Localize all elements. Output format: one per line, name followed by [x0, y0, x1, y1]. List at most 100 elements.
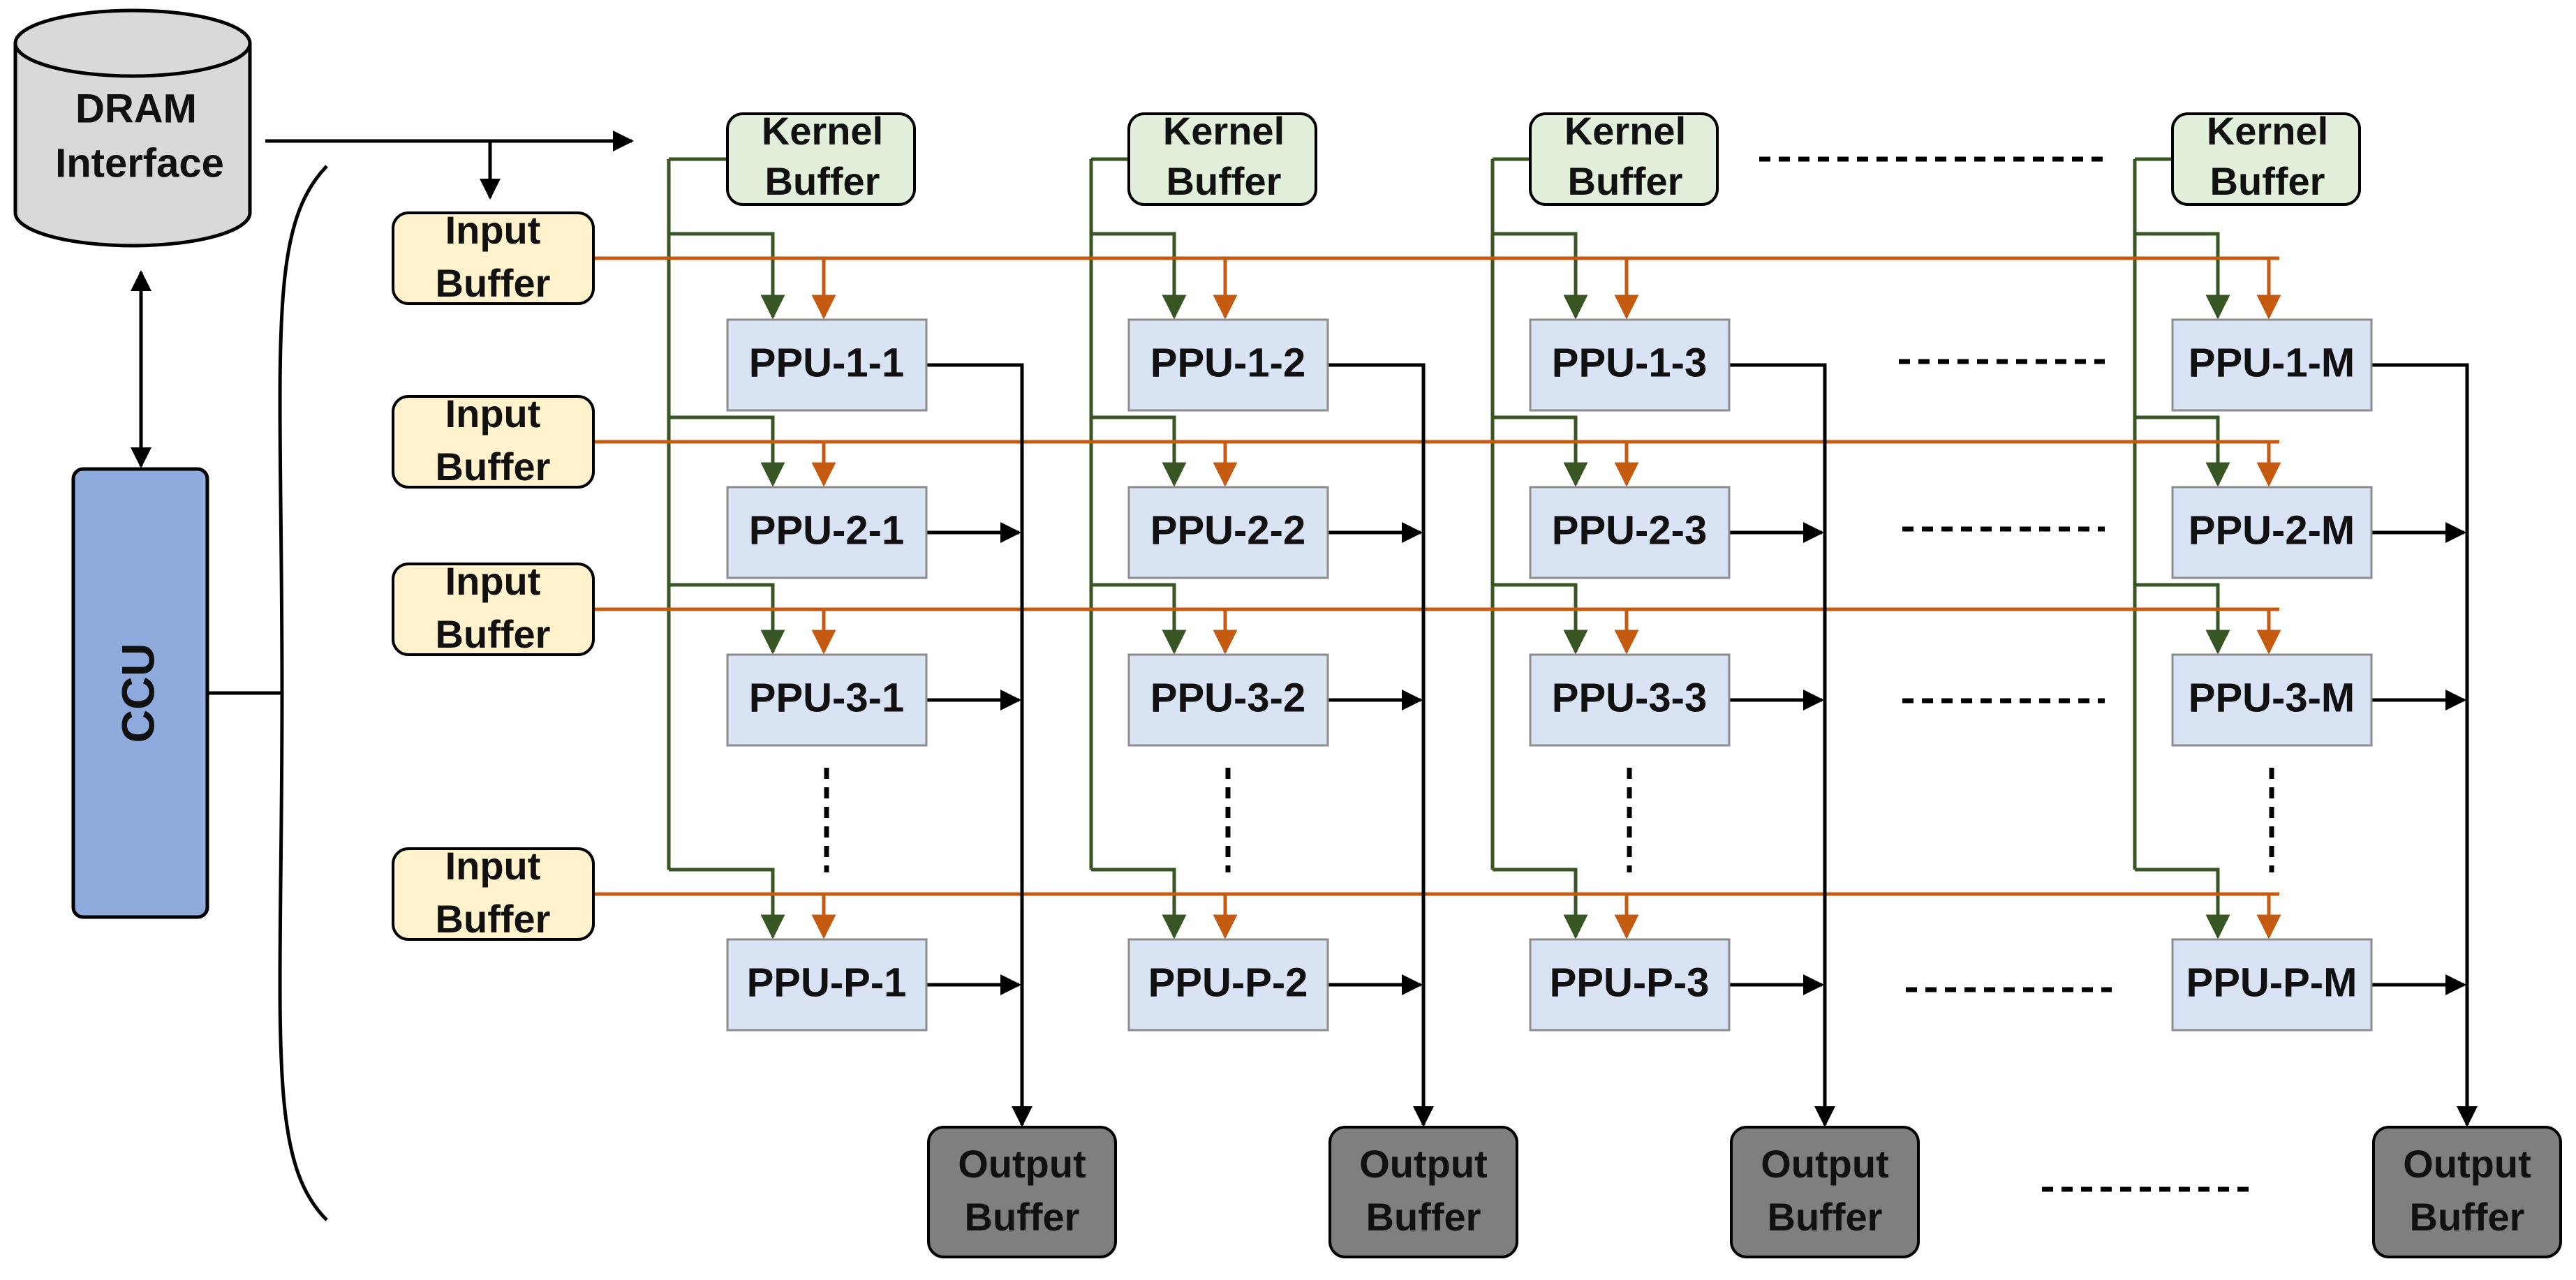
- output-wiring: [926, 363, 2478, 1127]
- ppu-1-m: PPU-1-M: [2171, 318, 2373, 412]
- ppu-label: PPU-P-M: [2186, 960, 2357, 1005]
- control-bus-bracket: [278, 165, 328, 1221]
- ppu-label: PPU-1-2: [1150, 340, 1305, 385]
- kernel-tap-arrow: [669, 868, 785, 939]
- ppu-label: PPU-1-1: [749, 340, 904, 385]
- ppu-grid: PPU-1-1 PPU-1-2 PPU-1-3 PPU-1-M PPU-2-1 …: [726, 318, 2373, 1032]
- input-buffer-1: Input Buffer: [392, 208, 595, 305]
- output-buffer-label: Output: [1359, 1142, 1487, 1186]
- ppu-label: PPU-3-2: [1150, 675, 1305, 720]
- kernel-buffer-wiring: [667, 157, 2230, 939]
- ppu-p-3: PPU-P-3: [1529, 938, 1731, 1032]
- ppu-3-m: PPU-3-M: [2171, 653, 2373, 747]
- ccu-label: CCU: [112, 643, 163, 743]
- ppu-label: PPU-2-3: [1552, 507, 1707, 553]
- ppu-2-1: PPU-2-1: [726, 486, 928, 579]
- kernel-tap-arrow: [2135, 415, 2230, 487]
- kernel-buffer-2: Kernel Buffer: [1127, 109, 1317, 206]
- ppu-label: PPU-2-2: [1150, 507, 1305, 553]
- output-column-arrow: [926, 363, 1032, 1127]
- kernel-tap-arrow: [1091, 583, 1187, 655]
- output-buffer-label: Buffer: [2410, 1195, 2525, 1239]
- output-buffer-2: Output Buffer: [1328, 1126, 1518, 1258]
- output-buffer-label: Buffer: [1768, 1195, 1883, 1239]
- dram-label-line2: Interface: [55, 140, 224, 186]
- kernel-tap-arrow: [669, 232, 785, 320]
- output-buffer-1: Output Buffer: [927, 1126, 1117, 1258]
- ppu-2-m: PPU-2-M: [2171, 486, 2373, 579]
- ppu-1-2: PPU-1-2: [1127, 318, 1329, 412]
- input-buffer-label: Input: [445, 392, 541, 436]
- kernel-buffer-3: Kernel Buffer: [1529, 109, 1719, 206]
- kernel-buffer-label: Kernel: [2207, 109, 2328, 153]
- output-buffer-label: Output: [958, 1142, 1086, 1186]
- ppu-label: PPU-1-3: [1552, 340, 1707, 385]
- output-column-arrow: [2371, 363, 2478, 1127]
- output-buffer-label: Output: [1761, 1142, 1888, 1186]
- input-buffer-3: Input Buffer: [392, 559, 595, 656]
- ppu-label: PPU-3-3: [1552, 675, 1707, 720]
- output-buffer-m: Output Buffer: [2372, 1126, 2562, 1258]
- ppu-3-2: PPU-3-2: [1127, 653, 1329, 747]
- kernel-tap-arrow: [669, 415, 785, 487]
- kernel-tap-arrow: [1493, 868, 1588, 939]
- ccu-block: CCU: [71, 467, 209, 919]
- input-buffer-label: Buffer: [436, 445, 551, 489]
- input-buffer-label: Input: [445, 844, 541, 888]
- ppu-p-2: PPU-P-2: [1127, 938, 1329, 1032]
- output-column-arrow: [1729, 363, 1835, 1127]
- kernel-buffer-1: Kernel Buffer: [726, 109, 916, 206]
- ppu-label: PPU-P-3: [1550, 960, 1710, 1005]
- input-buffer-label: Buffer: [436, 261, 551, 305]
- output-buffer-label: Buffer: [1366, 1195, 1481, 1239]
- output-column-arrow: [1328, 363, 1434, 1127]
- dram-label-line1: DRAM: [75, 86, 197, 131]
- ppu-p-1: PPU-P-1: [726, 938, 928, 1032]
- ppu-label: PPU-P-1: [747, 960, 907, 1005]
- ppu-3-3: PPU-3-3: [1529, 653, 1731, 747]
- ppu-label: PPU-2-M: [2189, 507, 2355, 553]
- input-buffer-p: Input Buffer: [392, 844, 595, 941]
- input-buffer-label: Buffer: [436, 897, 551, 941]
- ppu-label: PPU-3-M: [2189, 675, 2355, 720]
- kernel-buffer-label: Kernel: [1163, 109, 1285, 153]
- kernel-tap-arrow: [2135, 868, 2230, 939]
- kernel-tap-arrow: [1493, 583, 1588, 655]
- kernel-tap-arrow: [1091, 232, 1187, 320]
- ppu-label: PPU-P-2: [1148, 960, 1308, 1005]
- ppu-3-1: PPU-3-1: [726, 653, 928, 747]
- kernel-tap-arrow: [1091, 415, 1187, 487]
- input-buffer-label: Input: [445, 208, 541, 252]
- ppu-label: PPU-1-M: [2189, 340, 2355, 385]
- kernel-buffer-label: Kernel: [1564, 109, 1686, 153]
- kernel-buffer-label: Buffer: [1167, 159, 1282, 203]
- kernel-tap-arrow: [1091, 868, 1187, 939]
- ppu-1-3: PPU-1-3: [1529, 318, 1731, 412]
- input-buffer-label: Input: [445, 559, 541, 603]
- kernel-buffer-m: Kernel Buffer: [2171, 109, 2361, 206]
- ppu-1-1: PPU-1-1: [726, 318, 928, 412]
- output-buffer-label: Output: [2403, 1142, 2531, 1186]
- ppu-label: PPU-3-1: [749, 675, 904, 720]
- kernel-buffer-label: Buffer: [1568, 159, 1683, 203]
- ppu-2-3: PPU-2-3: [1529, 486, 1731, 579]
- output-buffer-3: Output Buffer: [1730, 1126, 1920, 1258]
- input-buffer-label: Buffer: [436, 612, 551, 656]
- kernel-tap-arrow: [1493, 232, 1588, 320]
- kernel-tap-arrow: [2135, 583, 2230, 655]
- continuation-ellipses: [824, 156, 2274, 1192]
- input-buffer-2: Input Buffer: [392, 392, 595, 489]
- input-buffer-wiring: [593, 256, 2281, 939]
- kernel-tap-arrow: [669, 583, 785, 655]
- kernel-tap-arrow: [1493, 415, 1588, 487]
- kernel-buffer-label: Buffer: [765, 159, 880, 203]
- dram-interface: DRAM Interface: [13, 8, 252, 248]
- ppu-2-2: PPU-2-2: [1127, 486, 1329, 579]
- kernel-tap-arrow: [2135, 232, 2230, 320]
- ppu-label: PPU-2-1: [749, 507, 904, 553]
- ppu-p-m: PPU-P-M: [2171, 938, 2373, 1032]
- output-buffer-label: Buffer: [965, 1195, 1080, 1239]
- kernel-buffer-label: Kernel: [762, 109, 883, 153]
- kernel-buffer-label: Buffer: [2210, 159, 2325, 203]
